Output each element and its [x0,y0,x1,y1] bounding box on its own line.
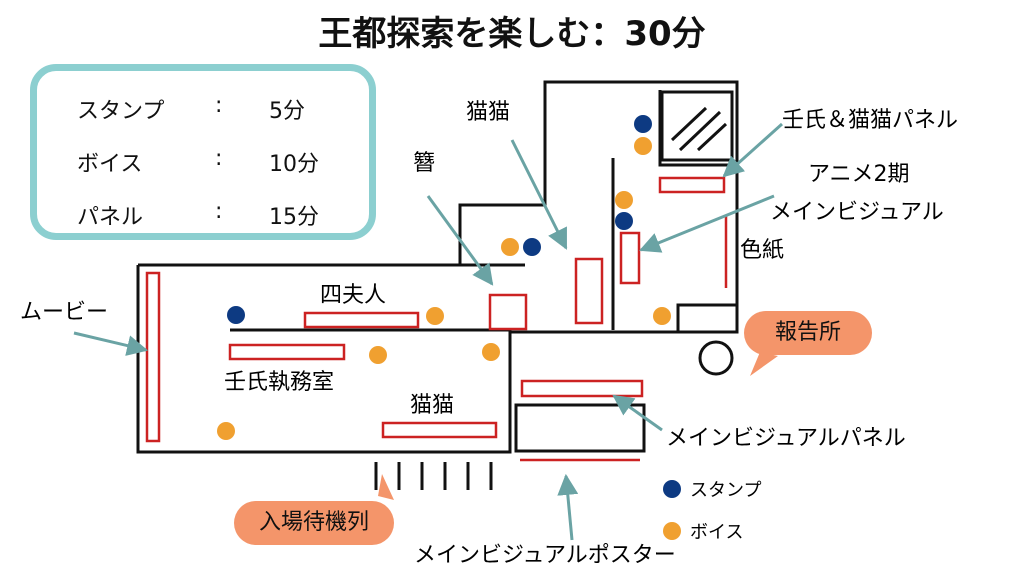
legend-item-sep: : [215,93,223,118]
legend-stamp-icon [663,480,681,498]
panel-jinshi-nekoneko [658,176,726,194]
wall-divider-3 [676,303,737,332]
legend-stamp-label: スタンプ [690,480,761,501]
hatch-line [678,110,722,152]
hatched-box [660,90,734,162]
arrow-nekoneko-top [510,139,568,250]
label-main-visual: メインビジュアル [770,200,944,225]
label-jinshi-office: 壬氏執務室 [224,370,334,395]
label-nekoneko-top: 猫猫 [466,100,510,125]
panel-movie [145,271,161,443]
stamp-dots [227,115,652,324]
time-legend-box: スタンプ : 5分 ボイス : 10分 パネル : 15分 [30,64,376,240]
legend-voice-icon [663,522,681,540]
legend-item-time: 10分 [269,152,319,177]
arrow-main-visual-poster [557,473,579,541]
legend-item-sep: : [215,146,223,171]
label-movie: ムービー [20,300,108,325]
legend-item-time: 15分 [269,205,319,230]
label-main-visual-panel: メインビジュアルパネル [666,426,906,451]
voice-icon [369,346,387,364]
voice-icon [501,238,519,256]
arrows [73,122,784,541]
voice-icon [634,137,652,155]
panels [145,176,728,462]
legend-item-name: スタンプ [77,99,165,124]
arrow-kanzashi [426,195,494,286]
voice-icon [482,343,500,361]
legend-item-sep: : [215,199,223,224]
stamp-icon [615,212,633,230]
arrow-main-visual-panel [612,394,663,432]
label-anime-season2: アニメ2期 [808,162,910,187]
panel-nekoneko-top [574,257,604,325]
wall-divider-2 [658,90,732,167]
voice-icon [653,307,671,325]
arrow-movie [73,331,149,356]
hatch-line [670,106,708,142]
stamp-icon [523,238,541,256]
hatch-line [696,122,728,152]
circle-marker [698,340,734,376]
stamp-icon [227,306,245,324]
wall-center [458,80,739,334]
pill-tail-report [750,352,778,376]
arrow-jinshi-nekoneko [722,122,784,178]
label-kanzashi: 簪 [413,151,435,176]
arrow-anime-visual [639,194,775,253]
panel-shifujin [303,311,420,329]
voice-dots [217,137,671,440]
voice-icon [217,422,235,440]
label-main-visual-poster: メインビジュアルポスター [414,543,676,568]
panel-jinshi-office [228,343,346,361]
voice-icon [615,191,633,209]
stamp-icon [634,115,652,133]
voice-icon [426,307,444,325]
label-nekoneko-bottom: 猫猫 [410,393,454,418]
legend-item-name: パネル [77,205,144,230]
panel-anime-visual [619,231,641,285]
panel-main-visual [520,379,644,398]
legend-voice-label: ボイス [690,522,743,543]
label-shikishi: 色紙 [740,238,784,263]
walls [136,80,739,490]
legend-item-time: 5分 [269,99,305,124]
queue-label: 入場待機列 [258,510,369,535]
label-jinshi-nekoneko-panel: 壬氏＆猫猫パネル [782,108,958,133]
page-title: 王都探索を楽しむ：30分 [318,14,706,54]
report-label: 報告所 [774,320,841,345]
legend-item-name: ボイス [77,152,143,177]
wall-box [514,403,646,453]
panel-kanzashi [488,293,528,331]
panel-nekoneko-bottom [381,421,498,439]
label-shifujin: 四夫人 [320,283,386,308]
pill-tail-queue [378,474,394,500]
report-pill: 報告所 [744,311,872,355]
queue-pill: 入場待機列 [234,501,394,545]
